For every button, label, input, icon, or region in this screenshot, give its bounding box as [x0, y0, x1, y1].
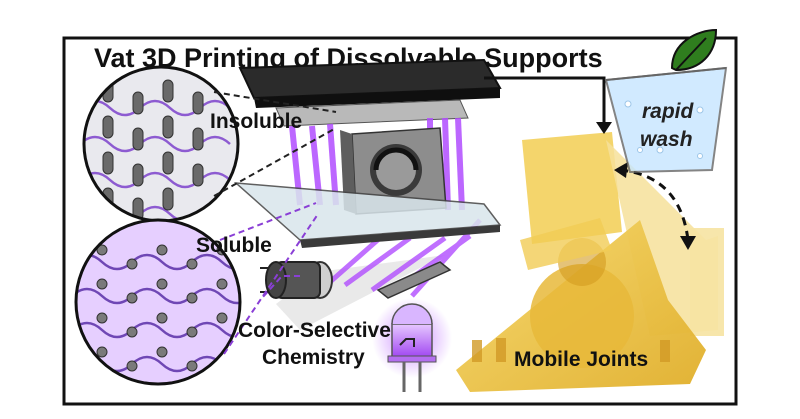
insoluble-lattice	[82, 65, 240, 223]
printer-assembly	[233, 58, 502, 330]
zoom-lines	[213, 91, 337, 355]
beaker-icon	[604, 66, 728, 174]
led-icon	[372, 298, 452, 392]
soluble-lattice	[74, 218, 242, 386]
label-insoluble: Insoluble	[210, 110, 302, 133]
mirror	[376, 261, 452, 299]
label-mobile-joints: Mobile Joints	[514, 348, 648, 371]
resin-parts	[456, 132, 724, 392]
build-carrier	[275, 99, 469, 127]
build-plate-edge	[254, 88, 500, 108]
projector-icon	[260, 261, 333, 299]
label-soluble: Soluble	[196, 234, 272, 257]
label-chemistry-2: Chemistry	[262, 346, 365, 369]
wash-arrow	[484, 76, 606, 126]
label-wash-1: rapid	[642, 100, 695, 123]
part-bore-inner	[376, 150, 416, 190]
label-chemistry-1: Color-Selective	[238, 319, 391, 342]
vat-edge	[300, 225, 500, 248]
label-wash-2: wash	[640, 128, 693, 151]
leaf-icon	[670, 28, 718, 72]
